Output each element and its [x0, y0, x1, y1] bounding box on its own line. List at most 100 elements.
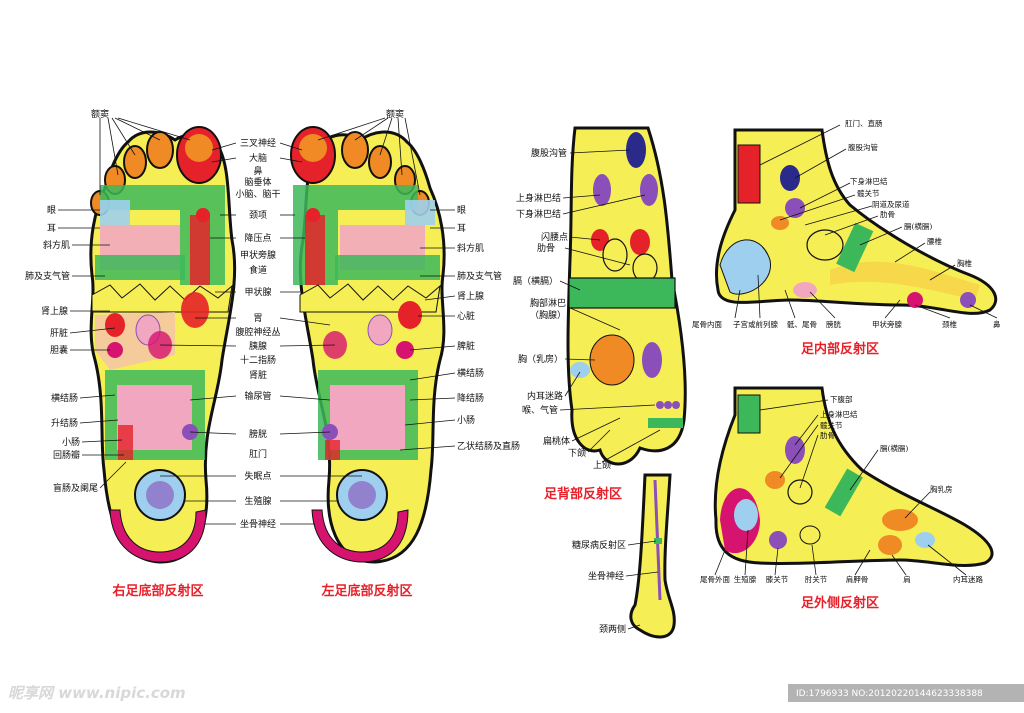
label-scapula: 肩胛骨 [846, 574, 869, 584]
label-coccyx-inner: 尾骨内面 [692, 319, 722, 329]
inner-foot-map: 肛门、直肠 腹股沟管 下身淋巴结 髋关节 阴道及尿道 肋骨 膈(横膈) 腰椎 胸… [692, 118, 1001, 329]
label-hip-joint-inner: 髋关节 [857, 188, 880, 198]
label-lumbar: 腰椎 [927, 236, 942, 246]
title-outer: 足外侧反射区 [801, 595, 879, 611]
label-frontal-sinus-right: 额窦 [91, 108, 109, 120]
label-thoracic: 胸椎 [957, 258, 972, 268]
label-ear-left: 耳 [457, 223, 466, 234]
right-sole-labels: 额窦 眼 耳 斜方肌 肺及支气管 肾上腺 肝脏 胆囊 横结肠 升结肠 小肠 回肠… [25, 108, 109, 494]
label-thyroid: 甲状腺 [244, 286, 271, 298]
label-sacrum-coccyx: 骶、尾骨 [787, 319, 817, 329]
title-right-sole: 右足底部反射区 [111, 583, 203, 599]
label-cerebellum: 小脑、脑干 [235, 188, 280, 200]
label-nose: 鼻 [253, 165, 262, 177]
label-uterus-prostate: 子宫或前列腺 [733, 319, 778, 329]
label-sigmoid-colon: 乙状结肠及直肠 [457, 440, 520, 452]
label-duodenum: 十二指肠 [240, 354, 276, 366]
label-eye-left: 眼 [457, 205, 466, 216]
title-left-sole: 左足底部反射区 [321, 583, 412, 599]
label-pituitary: 脑垂体 [244, 176, 271, 188]
label-diaphragm-dorsal: 膈（横膈） [513, 275, 558, 287]
label-gonad-outer: 生殖腺 [734, 574, 757, 584]
label-breast-dorsal: 胸（乳房） [518, 353, 563, 365]
label-lower-lymph-dorsal: 下身淋巴结 [516, 208, 561, 220]
left-sole-labels: 额窦 眼 耳 斜方肌 肺及支气管 肾上腺 心脏 脾脏 横结肠 降结肠 小肠 乙状… [386, 108, 520, 452]
watermark: 昵享网 www.nipic.com ID:1796933 NO:20120220… [8, 684, 1024, 702]
label-ureter: 输尿管 [244, 390, 271, 402]
label-ileocecal-valve: 回肠瓣 [53, 450, 80, 461]
label-cecum-appendix: 盲肠及阑尾 [53, 482, 98, 494]
label-transverse-colon-right: 横结肠 [51, 392, 78, 404]
label-brain: 大脑 [249, 152, 267, 164]
label-lower-abdomen: 下腹部 [830, 394, 853, 404]
label-neck-sides: 颈两侧 [599, 623, 626, 635]
label-shoulder: 肩 [903, 574, 911, 584]
left-sole-map [290, 126, 446, 564]
label-diaphragm-outer: 膈(横膈) [880, 443, 908, 453]
label-lung-left: 肺及支气管 [457, 270, 502, 282]
sole-leader-lines [58, 117, 456, 525]
label-trapezius-left: 斜方肌 [457, 242, 484, 254]
watermark-id: ID:1796933 NO:20120220144623338388 [796, 689, 983, 699]
label-upper-lymph-outer: 上身淋巴结 [820, 409, 858, 419]
label-trapezius-right: 斜方肌 [43, 239, 70, 251]
right-sole-map [89, 126, 237, 564]
label-inner-ear-dorsal: 内耳迷路 [527, 390, 563, 402]
label-nose-inner: 鼻 [993, 319, 1001, 329]
label-lung-right: 肺及支气管 [25, 270, 70, 282]
label-inner-ear-outer: 内耳迷路 [953, 574, 983, 584]
label-diabetes-zone: 糖尿病反射区 [572, 539, 626, 551]
title-dorsal: 足背部反射区 [544, 486, 622, 502]
label-frontal-sinus-left: 额窦 [386, 108, 404, 120]
label-inguinal-canal-inner: 腹股沟管 [848, 142, 878, 152]
label-thymus: （胸腺） [530, 309, 566, 321]
label-back-strain-point: 闪腰点 [541, 232, 568, 243]
label-small-intestine-left: 小肠 [457, 415, 475, 426]
label-bladder-inner: 膀胱 [826, 319, 841, 329]
label-heart: 心脏 [457, 310, 475, 322]
label-vagina-urethra: 阴道及尿道 [872, 199, 910, 209]
label-coccyx-outer: 尾骨外面 [700, 574, 730, 584]
label-esophagus: 食道 [249, 264, 267, 276]
label-breast-outer: 胸乳房 [930, 484, 953, 494]
label-transverse-colon-left: 横结肠 [457, 367, 484, 379]
label-chest-lymph: 胸部淋巴 [530, 297, 566, 309]
label-bladder: 膀胱 [249, 428, 267, 440]
label-ear-right: 耳 [47, 223, 56, 234]
label-eye-right: 眼 [47, 205, 56, 216]
label-ribs-outer: 肋骨 [820, 430, 835, 440]
label-stomach: 胃 [253, 313, 262, 324]
label-lower-jaw: 下颌 [568, 447, 586, 459]
label-parathyroid-inner: 甲状旁腺 [872, 319, 902, 329]
label-anus: 肛门 [249, 448, 267, 460]
outer-foot-map: 下腹部 上身淋巴结 髋关节 肋骨 膈(横膈) 胸乳房 尾骨外面 生殖腺 膝关节 … [700, 386, 994, 584]
label-ascending-colon: 升结肠 [51, 417, 78, 429]
label-gallbladder: 胆囊 [50, 344, 68, 356]
dorsal-foot-map: 腹股沟管 上身淋巴结 下身淋巴结 闪腰点 肋骨 膈（横膈） 胸部淋巴 （胸腺） … [513, 126, 687, 471]
label-liver: 肝脏 [50, 327, 68, 339]
label-neck: 颈项 [249, 210, 267, 221]
label-upper-jaw: 上颌 [593, 459, 611, 471]
label-diaphragm-inner: 膈(横膈) [904, 221, 932, 231]
label-spleen: 脾脏 [457, 340, 475, 352]
label-descending-colon: 降结肠 [457, 392, 484, 404]
label-blood-pressure-point: 降压点 [244, 232, 271, 244]
center-labels: 三叉神经 大脑 鼻 脑垂体 小脑、脑干 颈项 降压点 甲状旁腺 食道 甲状腺 胃… [235, 137, 280, 530]
label-adrenal-right: 肾上腺 [41, 305, 68, 317]
label-kidney: 肾脏 [249, 369, 267, 381]
label-inguinal-canal-dorsal: 腹股沟管 [531, 147, 567, 159]
label-upper-lymph-dorsal: 上身淋巴结 [516, 192, 561, 204]
label-tonsil: 扁桃体 [543, 435, 570, 447]
label-sciatic-leg: 坐骨神经 [588, 570, 624, 582]
label-cervical: 颈椎 [942, 319, 957, 329]
label-adrenal-left: 肾上腺 [457, 290, 484, 302]
label-anus-rectum: 肛门、直肠 [845, 118, 883, 128]
label-knee: 膝关节 [766, 574, 789, 584]
label-ribs-inner: 肋骨 [880, 209, 895, 219]
label-trigeminal: 三叉神经 [240, 137, 276, 149]
label-lower-lymph-inner: 下身淋巴结 [850, 176, 888, 186]
watermark-brand: 昵享网 www.nipic.com [8, 684, 186, 702]
leg-map: 糖尿病反射区 坐骨神经 颈两侧 [572, 473, 676, 639]
title-inner: 足内部反射区 [801, 341, 879, 357]
